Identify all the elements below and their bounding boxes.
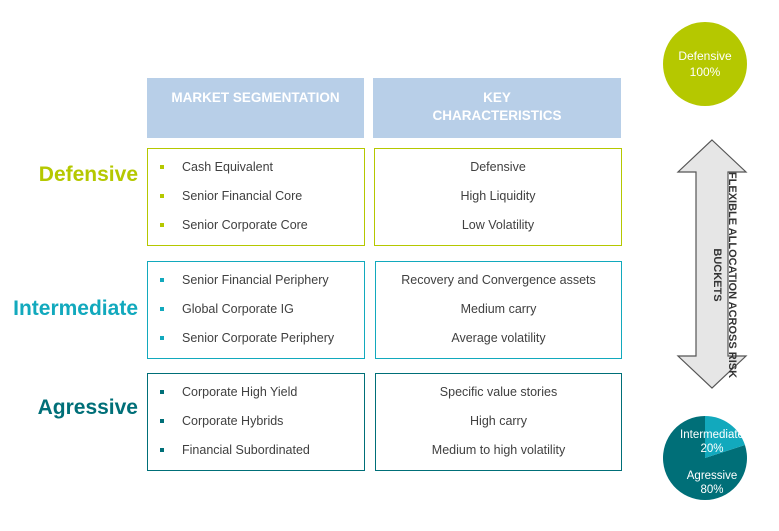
defensive-allocation-circle: Defensive 100% <box>663 22 747 106</box>
list-item: Senior Corporate Periphery <box>148 324 364 353</box>
list-item: Low Volatility <box>461 218 535 232</box>
list-item: Senior Financial Core <box>148 182 364 211</box>
pie-label-intermediate: Intermediate 20% <box>680 429 744 455</box>
row-label-defensive: Defensive <box>38 163 138 186</box>
list-item: Cash Equivalent <box>148 153 364 182</box>
bullet-icon <box>160 165 164 169</box>
bullet-icon <box>160 223 164 227</box>
allocation-pie-chart <box>662 416 747 500</box>
list-item: Financial Subordinated <box>148 436 364 465</box>
double-arrow-icon <box>676 139 748 389</box>
bullet-icon <box>160 419 164 423</box>
key-characteristics-header: KEY CHARACTERISTICS <box>373 78 621 138</box>
row-label-agressive: Agressive <box>37 396 138 419</box>
flexible-allocation-line1: FLEXIBLE ALLOCATION ACROSS RISK <box>726 171 738 379</box>
pie-slice-intermediate <box>705 416 745 458</box>
segments-box-agressive: Corporate High Yield Corporate Hybrids F… <box>147 373 365 471</box>
pie-label-agressive: Agressive 80% <box>686 470 738 496</box>
bullet-icon <box>160 307 164 311</box>
flexible-allocation-line2: BUCKETS <box>711 248 723 302</box>
defensive-allocation-value: 100% <box>689 65 721 79</box>
bullet-icon <box>160 390 164 394</box>
bullet-icon <box>160 448 164 452</box>
row-label-intermediate: Intermediate <box>13 297 138 320</box>
characteristics-box-agressive: Specific value stories High carry Medium… <box>375 373 622 471</box>
market-segmentation-header: MARKET SEGMENTATION <box>147 78 364 138</box>
list-item: Corporate Hybrids <box>148 407 364 436</box>
list-item: Defensive <box>470 160 526 174</box>
list-item: Average volatility <box>451 331 546 345</box>
flexible-allocation-text: FLEXIBLE ALLOCATION ACROSS RISK BUCKETS <box>705 170 739 380</box>
bullet-icon <box>160 278 164 282</box>
market-segmentation-header-label: MARKET SEGMENTATION <box>171 90 340 105</box>
segments-box-intermediate: Senior Financial Periphery Global Corpor… <box>147 261 365 359</box>
characteristics-box-intermediate: Recovery and Convergence assets Medium c… <box>375 261 622 359</box>
segments-box-defensive: Cash Equivalent Senior Financial Core Se… <box>147 148 365 246</box>
pie-slice-agressive <box>662 416 747 500</box>
characteristics-box-defensive: Defensive High Liquidity Low Volatility <box>374 148 622 246</box>
list-item: Medium to high volatility <box>431 443 566 457</box>
list-item: Recovery and Convergence assets <box>401 273 596 287</box>
list-item: Senior Financial Periphery <box>148 266 364 295</box>
list-item: Global Corporate IG <box>148 295 364 324</box>
key-characteristics-header-line2: CHARACTERISTICS <box>432 108 562 123</box>
defensive-allocation-label: Defensive <box>678 49 732 63</box>
double-arrow-shape <box>676 139 748 389</box>
bullet-icon <box>160 194 164 198</box>
list-item: Senior Corporate Core <box>148 211 364 240</box>
bullet-icon <box>160 336 164 340</box>
key-characteristics-header-line1: KEY <box>483 90 511 105</box>
list-item: High carry <box>470 414 527 428</box>
list-item: Medium carry <box>460 302 537 316</box>
list-item: High Liquidity <box>460 189 536 203</box>
list-item: Corporate High Yield <box>148 378 364 407</box>
list-item: Specific value stories <box>439 385 558 399</box>
